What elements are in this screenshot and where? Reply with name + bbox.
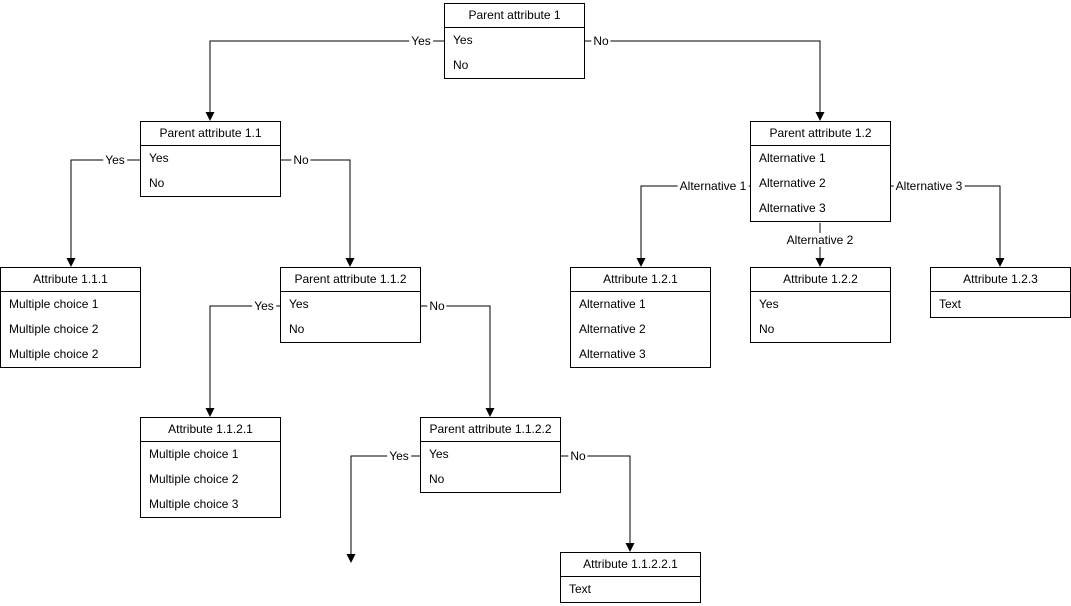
node-parent-attribute-1-1-2-2[interactable]: Parent attribute 1.1.2.2 Yes No	[420, 417, 561, 493]
node-parent-attribute-1-1-2[interactable]: Parent attribute 1.1.2 Yes No	[280, 267, 421, 343]
node-row[interactable]: Alternative 1	[579, 297, 646, 311]
arrowhead	[66, 258, 76, 267]
arrowhead	[205, 408, 215, 417]
edge-p11-yes[interactable]	[66, 159, 141, 267]
arrowhead	[205, 112, 215, 121]
edge-p112-no[interactable]	[421, 305, 495, 417]
node-row[interactable]: No	[759, 322, 775, 336]
arrowhead	[995, 258, 1005, 267]
node-row[interactable]: Text	[939, 297, 962, 311]
node-title: Attribute 1.2.2	[751, 268, 890, 292]
edge-p112-yes[interactable]	[205, 305, 281, 417]
node-row[interactable]: Alternative 3	[579, 347, 646, 361]
node-parent-attribute-1[interactable]: Parent attribute 1 Yes No	[444, 3, 585, 79]
edge-root-yes[interactable]	[205, 40, 445, 121]
edge-p12-alt1[interactable]	[636, 185, 751, 267]
arrowhead	[346, 554, 356, 563]
node-title: Attribute 1.1.2.1	[141, 418, 280, 442]
node-row[interactable]: Multiple choice 1	[9, 297, 99, 311]
arrowhead	[485, 408, 495, 417]
node-row[interactable]: Yes	[453, 33, 473, 47]
node-row[interactable]: Multiple choice 3	[149, 497, 239, 511]
edge-p1122-no[interactable]	[561, 455, 635, 552]
node-title: Parent attribute 1.1.2	[281, 268, 420, 292]
edge-p12-alt3[interactable]	[891, 185, 1005, 267]
node-row[interactable]: Multiple choice 2	[9, 347, 99, 361]
node-attribute-1-2-2[interactable]: Attribute 1.2.2 Yes No	[750, 267, 891, 343]
arrowhead	[636, 258, 646, 267]
node-row[interactable]: No	[453, 58, 469, 72]
node-row[interactable]: Alternative 3	[759, 201, 826, 215]
node-title: Attribute 1.2.1	[571, 268, 710, 292]
node-attribute-1-1-2-2-1[interactable]: Attribute 1.1.2.2.1 Text	[560, 552, 701, 603]
edge-p11-no[interactable]	[281, 159, 355, 267]
edge-label-root-no[interactable]: No	[591, 34, 611, 48]
edge-p1122-yes-dangling[interactable]	[346, 455, 421, 563]
node-attribute-1-1-2-1[interactable]: Attribute 1.1.2.1 Multiple choice 1 Mult…	[140, 417, 281, 518]
node-row[interactable]: Alternative 2	[579, 322, 646, 336]
arrowhead	[815, 112, 825, 121]
node-title: Parent attribute 1.2	[751, 122, 890, 146]
edge-label-p1122-no[interactable]: No	[568, 449, 588, 463]
node-row[interactable]: Yes	[759, 297, 779, 311]
node-title: Parent attribute 1	[445, 4, 584, 28]
node-row[interactable]: Multiple choice 2	[149, 472, 239, 486]
edge-label-p12-alt1[interactable]: Alternative 1	[677, 179, 749, 193]
node-row[interactable]: Alternative 1	[759, 151, 826, 165]
node-title: Attribute 1.2.3	[931, 268, 1070, 292]
node-row[interactable]: No	[149, 176, 165, 190]
node-row[interactable]: Yes	[149, 151, 169, 165]
edge-root-no[interactable]	[585, 40, 825, 121]
node-title: Parent attribute 1.1.2.2	[421, 418, 560, 442]
node-title: Parent attribute 1.1	[141, 122, 280, 146]
node-attribute-1-2-1[interactable]: Attribute 1.2.1 Alternative 1 Alternativ…	[570, 267, 711, 368]
edge-label-p112-yes[interactable]: Yes	[252, 299, 276, 313]
arrowhead	[345, 258, 355, 267]
edge-label-p11-no[interactable]: No	[291, 153, 311, 167]
node-title: Attribute 1.1.1	[1, 268, 140, 292]
edge-label-p112-no[interactable]: No	[427, 299, 447, 313]
edge-label-root-yes[interactable]: Yes	[409, 34, 433, 48]
node-title: Attribute 1.1.2.2.1	[561, 553, 700, 577]
edge-label-p11-yes[interactable]: Yes	[103, 153, 127, 167]
edge-label-p1122-yes[interactable]: Yes	[387, 449, 411, 463]
edge-label-p12-alt3[interactable]: Alternative 3	[893, 179, 965, 193]
arrowhead	[625, 543, 635, 552]
node-parent-attribute-1-2[interactable]: Parent attribute 1.2 Alternative 1 Alter…	[750, 121, 891, 222]
node-row[interactable]: Yes	[289, 297, 309, 311]
node-row[interactable]: No	[429, 472, 445, 486]
node-parent-attribute-1-1[interactable]: Parent attribute 1.1 Yes No	[140, 121, 281, 197]
node-row[interactable]: Yes	[429, 447, 449, 461]
node-attribute-1-2-3[interactable]: Attribute 1.2.3 Text	[930, 267, 1071, 318]
edge-label-p12-alt2[interactable]: Alternative 2	[784, 233, 856, 247]
node-row[interactable]: Text	[569, 582, 592, 596]
node-row[interactable]: Alternative 2	[759, 176, 826, 190]
node-row[interactable]: Multiple choice 1	[149, 447, 239, 461]
node-row[interactable]: Multiple choice 2	[9, 322, 99, 336]
node-row[interactable]: No	[289, 322, 305, 336]
node-attribute-1-1-1[interactable]: Attribute 1.1.1 Multiple choice 1 Multip…	[0, 267, 141, 368]
arrowhead	[815, 258, 825, 267]
